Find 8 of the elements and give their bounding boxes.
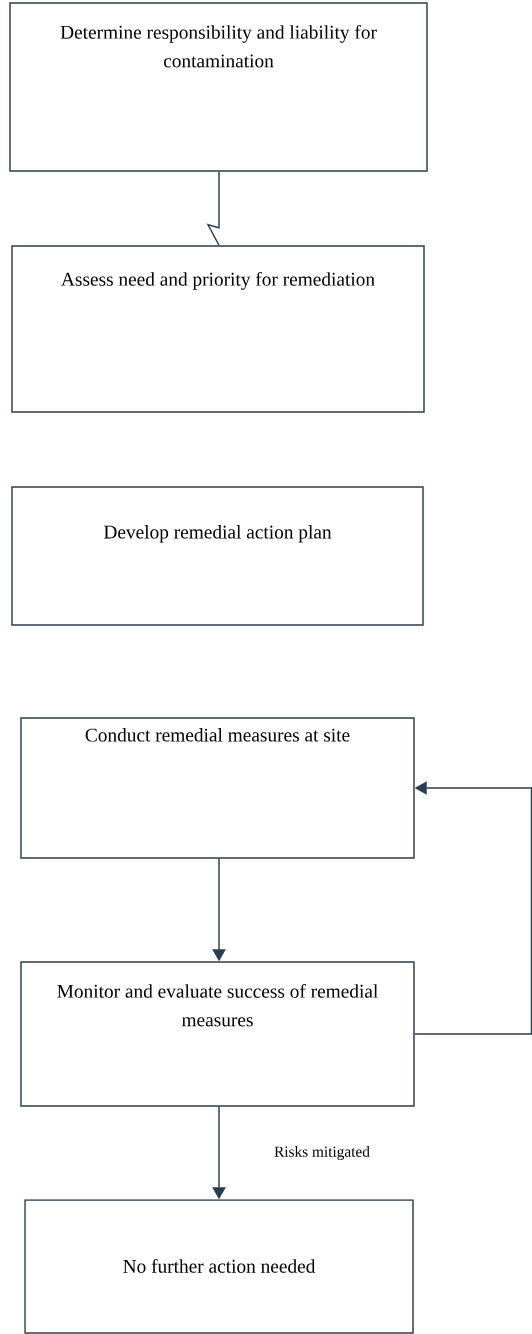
process-box: Determine responsibility and liability for contamination [9, 2, 428, 172]
process-box: No further action needed [24, 1199, 414, 1334]
process-box: Develop remedial action plan [11, 486, 424, 626]
process-box: Conduct remedial measures at site [20, 717, 415, 859]
connector-line [206, 171, 220, 246]
process-box: Monitor and evaluate success of remedial measures [20, 961, 415, 1107]
process-box: Assess need and priority for remediation [11, 245, 425, 413]
arrow [414, 781, 532, 1035]
